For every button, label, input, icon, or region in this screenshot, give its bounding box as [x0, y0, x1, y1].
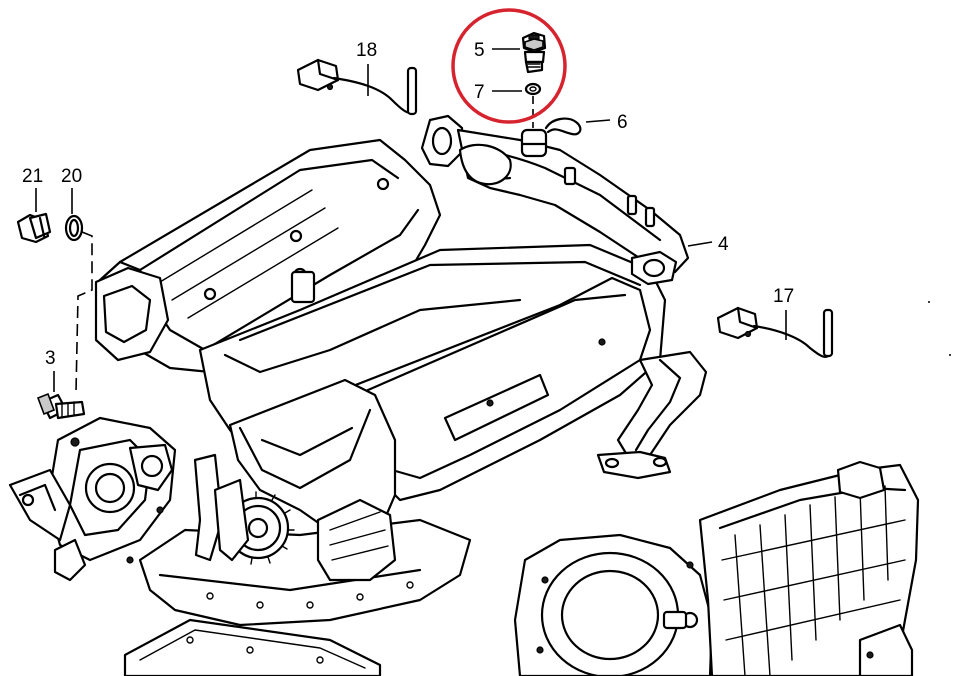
part-18-oxygen-sensor: [296, 58, 418, 116]
highlight-circle: [451, 8, 567, 124]
part-6-retaining-clip: [544, 117, 582, 136]
callout-4: 4: [718, 234, 729, 255]
part-4-coolant-pipe: [420, 114, 690, 286]
callout-17: 17: [773, 286, 794, 307]
speck: [949, 354, 951, 356]
callout-7: 7: [474, 82, 485, 103]
leader-6: [585, 119, 611, 123]
part-7-sealing-ring: [524, 82, 542, 96]
callout-20: 20: [61, 166, 82, 187]
transmission-housing: [513, 460, 920, 676]
part-17-oxygen-sensor: [716, 306, 834, 358]
assembly-line-20-3: [75, 231, 93, 393]
part-20-seal-ring: [64, 214, 84, 242]
callout-18: 18: [356, 40, 377, 61]
callout-5: 5: [474, 40, 485, 61]
leader-4: [687, 241, 713, 247]
part-5-coolant-temperature-sensor: [521, 31, 547, 74]
part-3-temperature-sensor: [36, 392, 86, 420]
crankcase-oil-pan: [123, 453, 472, 676]
intake-manifold: [94, 138, 667, 547]
water-pump-housing: [8, 416, 177, 582]
speck: [928, 301, 930, 303]
callout-21: 21: [22, 166, 43, 187]
callout-3: 3: [45, 348, 56, 369]
exhaust-manifold: [596, 350, 708, 480]
callout-6: 6: [617, 112, 628, 133]
part-21-plug: [16, 212, 52, 244]
